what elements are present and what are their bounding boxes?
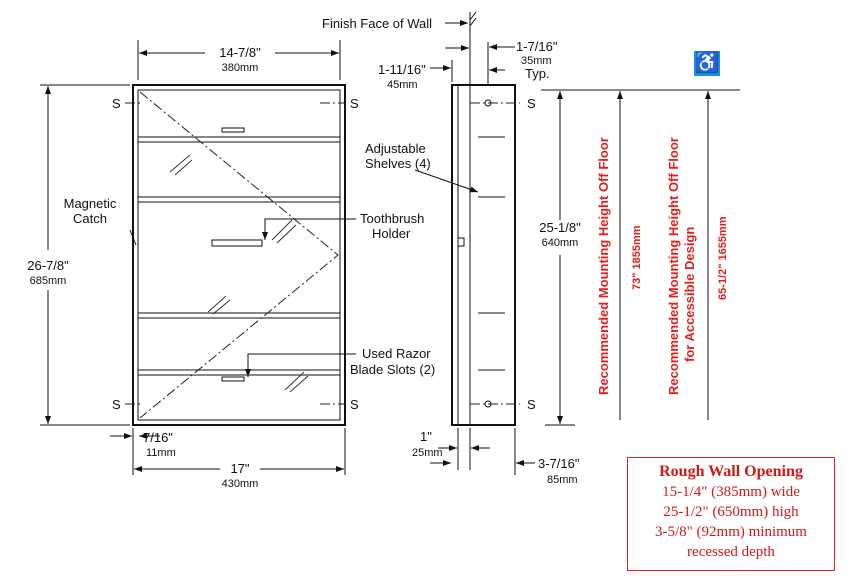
overall-width-mm: 430mm	[222, 478, 259, 490]
typ-depth-mm: 35mm	[521, 55, 552, 67]
flange-mm: 11mm	[146, 447, 176, 459]
magnetic-catch-label: Catch	[73, 211, 107, 226]
razor-slots-label: Blade Slots (2)	[350, 362, 435, 377]
screw-label: S	[527, 397, 536, 412]
side-height-mm: 640mm	[542, 237, 579, 249]
screw-label: S	[527, 96, 536, 111]
razor-slot	[221, 127, 245, 133]
side-depth-in: 1-11/16"	[378, 62, 426, 77]
typ-label: Typ.	[525, 66, 550, 81]
screw-label: S	[350, 96, 359, 111]
side-depth-mm: 45mm	[387, 79, 418, 91]
rough-opening-title: Rough Wall Opening	[659, 463, 803, 480]
screw-label: S	[112, 397, 121, 412]
front-height-mm: 685mm	[30, 275, 67, 287]
mounting-height-label: Recommended Mounting Height Off Floor	[596, 137, 611, 395]
side-overall-mm: 85mm	[547, 474, 578, 486]
mounting-height-value: 73" 1855mm	[631, 225, 643, 290]
rough-opening-line: 25-1/2" (650mm) high	[663, 504, 799, 520]
razor-slots-label: Used Razor	[362, 346, 431, 361]
accessible-height-label: for Accessible Design	[682, 227, 697, 362]
adjustable-shelves-label: Adjustable	[365, 141, 426, 156]
front-width-mm: 380mm	[222, 62, 259, 74]
front-view: S S S S	[112, 84, 359, 426]
razor-slot	[221, 376, 245, 382]
accessible-height-value: 65-1/2" 1655mm	[717, 216, 729, 300]
screw-label: S	[350, 397, 359, 412]
overall-width-in: 17"	[230, 461, 249, 476]
side-view: S S	[451, 11, 536, 426]
rough-wall-opening-box: Rough Wall Opening 15-1/4" (385mm) wide …	[627, 457, 835, 571]
rough-opening-line: 15-1/4" (385mm) wide	[662, 484, 800, 500]
side-height-in: 25-1/8"	[539, 220, 581, 235]
rough-opening-line: recessed depth	[687, 544, 775, 560]
front-height-in: 26-7/8"	[27, 258, 69, 273]
toothbrush-holder-label: Toothbrush	[360, 211, 424, 226]
toothbrush-holder	[211, 239, 263, 247]
adjustable-shelves-label: Shelves (4)	[365, 156, 431, 171]
magnetic-catch-label: Magnetic	[64, 196, 117, 211]
accessible-height-label: Recommended Mounting Height Off Floor	[666, 137, 681, 395]
screw-label: S	[112, 96, 121, 111]
bottom-in: 1"	[420, 429, 432, 444]
rough-opening-line: 3-5/8" (92mm) minimum	[655, 524, 807, 540]
typ-depth-in: 1-7/16"	[516, 39, 558, 54]
front-width-in: 14-7/8"	[219, 45, 261, 60]
side-overall-in: 3-7/16"	[538, 456, 580, 471]
wheelchair-icon: ♿	[694, 51, 720, 76]
shelves	[138, 136, 340, 376]
toothbrush-holder-label: Holder	[372, 226, 411, 241]
bottom-mm: 25mm	[412, 447, 443, 459]
finish-face-label: Finish Face of Wall	[322, 16, 432, 31]
door-swing-line	[139, 91, 339, 419]
flange-in: 7/16"	[143, 430, 173, 445]
